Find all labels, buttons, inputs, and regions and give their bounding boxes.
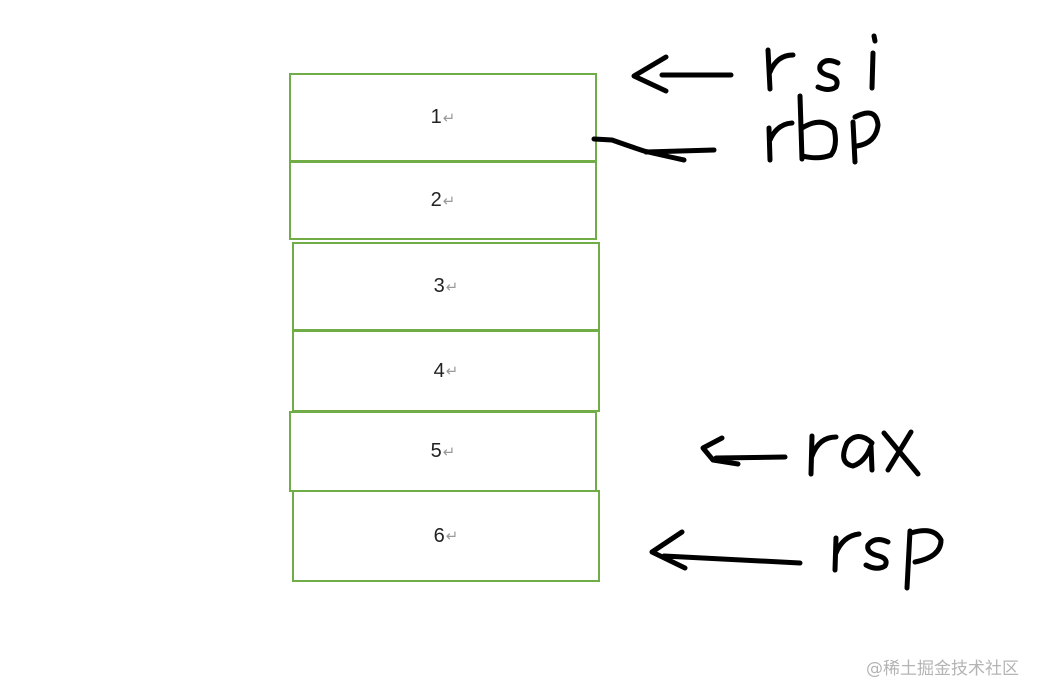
watermark: @稀土掘金技术社区 bbox=[866, 659, 1019, 679]
paragraph-mark-icon: ↵ bbox=[442, 443, 456, 461]
stack-cell-6: 6↵ bbox=[292, 490, 600, 582]
rbp-pointer bbox=[591, 93, 881, 165]
paragraph-mark-icon: ↵ bbox=[442, 192, 456, 210]
rbp-handwritten-label bbox=[766, 93, 881, 165]
cell-label: 5 bbox=[430, 440, 442, 462]
paragraph-mark-icon: ↵ bbox=[445, 528, 459, 545]
rsi-handwritten-label bbox=[765, 33, 878, 92]
cell-label: 4 bbox=[433, 359, 445, 382]
paragraph-mark-icon: ↵ bbox=[442, 109, 456, 127]
cell-label: 6 bbox=[433, 524, 445, 547]
rsi-pointer bbox=[631, 33, 878, 94]
cell-label: 2 bbox=[430, 189, 442, 211]
rax-handwritten-label bbox=[808, 429, 921, 477]
rsp-handwritten-label bbox=[832, 528, 944, 591]
cell-label: 1 bbox=[430, 106, 442, 128]
rax-arrow-icon bbox=[700, 435, 788, 467]
rsi-arrow-icon bbox=[631, 54, 734, 94]
rax-pointer bbox=[700, 429, 921, 477]
rbp-arrow-icon bbox=[591, 136, 717, 163]
stack-cell-1: 1↵ bbox=[289, 73, 597, 162]
paragraph-mark-icon: ↵ bbox=[445, 363, 459, 380]
stack-cell-5: 5↵ bbox=[289, 411, 597, 492]
stack-cell-2: 2↵ bbox=[289, 161, 597, 240]
rsp-arrow-icon bbox=[649, 529, 803, 571]
paragraph-mark-icon: ↵ bbox=[445, 278, 459, 296]
rsp-pointer bbox=[649, 528, 944, 591]
cell-label: 3 bbox=[433, 275, 445, 297]
